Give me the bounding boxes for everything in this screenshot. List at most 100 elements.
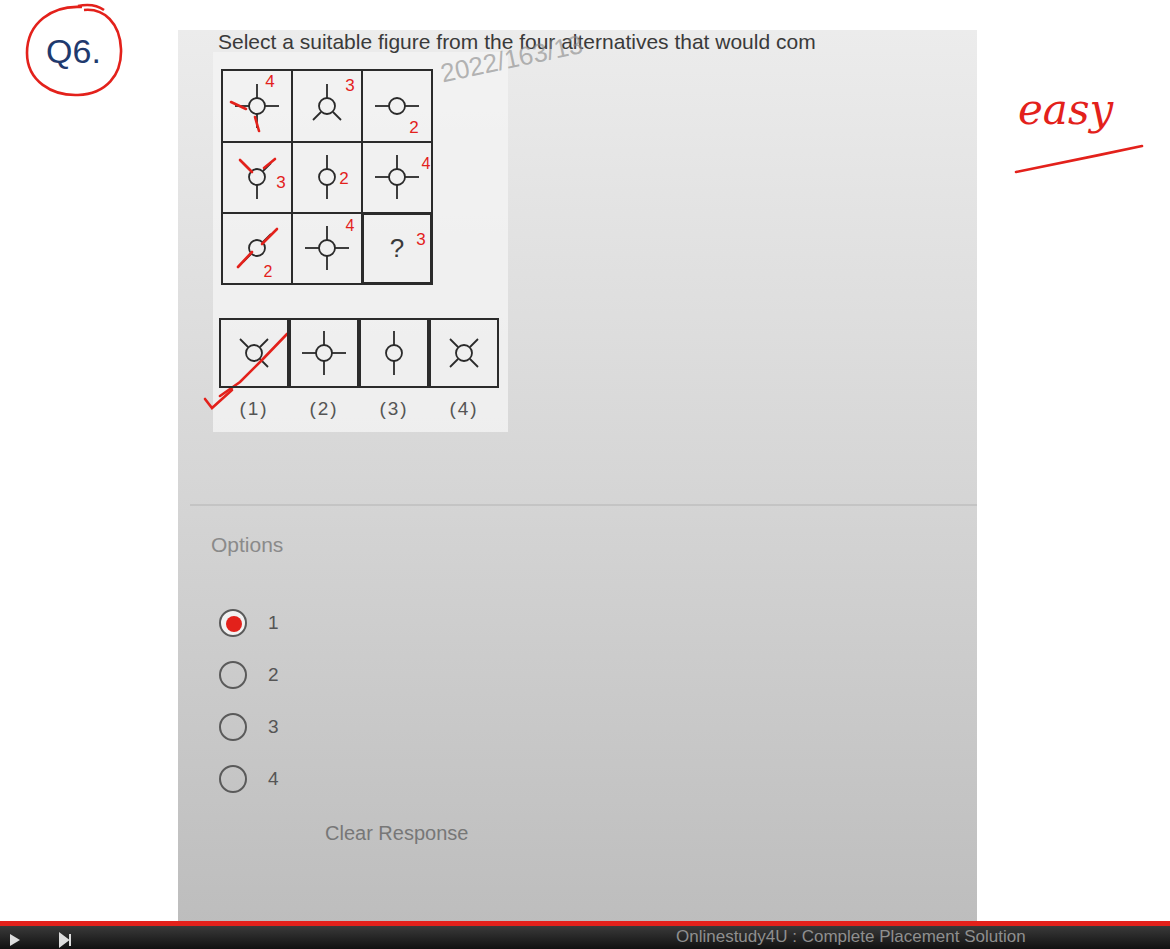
question-number-text: Q6. [46, 32, 101, 71]
figure-symbol [396, 185, 398, 199]
figure-symbol [305, 247, 319, 249]
figure-symbol [256, 84, 258, 98]
answer-figure: (1) [219, 318, 289, 388]
channel-footer: Onlinestudy4U : Complete Placement Solut… [676, 927, 1026, 947]
figure-symbol [450, 339, 458, 347]
answer-label: (3) [379, 398, 408, 419]
figure-symbol [470, 359, 478, 367]
option-number: 3 [268, 716, 279, 738]
figure-symbol [386, 345, 402, 361]
answer-figure: (4) [429, 318, 499, 388]
line-count: 2 [409, 118, 418, 138]
answer-label-holder: (2) [291, 398, 357, 420]
figure-symbol [326, 155, 328, 169]
answer-label: (2) [309, 398, 338, 419]
answer-label-holder: (3) [361, 398, 427, 420]
hand-circle [27, 5, 121, 95]
radio-button [220, 714, 246, 740]
figure-symbol [450, 359, 458, 367]
line-count: 3 [276, 173, 285, 193]
figure-symbol [326, 185, 328, 199]
video-panel [178, 30, 977, 925]
figure-symbol [335, 247, 349, 249]
figure-symbol [302, 352, 316, 354]
figure-symbol [375, 176, 389, 178]
radio-button [220, 610, 246, 792]
option-number: 1 [268, 612, 279, 634]
player-bar [60, 934, 70, 946]
figure-symbol [323, 361, 325, 375]
answer-label: (1) [239, 398, 268, 419]
answer-figure: (3) [359, 318, 429, 388]
line-count: 4 [346, 217, 355, 235]
figure-symbol [332, 352, 346, 354]
figure-symbol [389, 98, 405, 114]
figure-symbol [405, 176, 419, 178]
figure-symbol [396, 155, 398, 169]
red-annotation [205, 390, 232, 408]
puzzle-grid [291, 70, 293, 284]
line-count: 2 [264, 263, 273, 281]
figure-symbol [326, 256, 328, 270]
radio-button [226, 616, 242, 632]
video-panel [178, 30, 977, 925]
red-annotation [264, 159, 275, 168]
red-annotation [1016, 146, 1142, 172]
figure-symbol [323, 331, 325, 345]
radio-button [220, 610, 246, 636]
section-heading: Options [211, 533, 283, 557]
figure-symbol [326, 226, 328, 240]
figure-symbol [393, 331, 395, 345]
option-number: 4 [268, 768, 279, 790]
figure-symbol [240, 339, 248, 347]
line-count: 2 [339, 169, 348, 189]
line-count: 3 [416, 230, 425, 250]
figure-symbol [470, 339, 478, 347]
answer-label-holder: (1) [221, 398, 287, 420]
figure-symbol [333, 112, 341, 120]
puzzle-grid [222, 70, 432, 284]
figure-symbol [265, 105, 279, 107]
red-annotation [262, 229, 277, 244]
figure-symbol [256, 185, 258, 199]
red-annotation [240, 160, 252, 172]
answer-figure: (2) [289, 318, 359, 388]
video-panel [213, 52, 508, 432]
figure-symbol [326, 84, 328, 98]
figure-symbol [316, 345, 332, 361]
figure-symbol [249, 98, 265, 114]
figure-symbol [405, 105, 419, 107]
figure-symbol [375, 105, 389, 107]
line-count: 3 [345, 76, 354, 96]
figure-symbol [260, 339, 268, 347]
radio-button [220, 662, 246, 688]
red-annotation [205, 102, 1142, 408]
figure-symbol [319, 240, 335, 256]
figure-symbol [235, 84, 478, 375]
figure-symbol [246, 345, 262, 361]
option-number: 2 [268, 664, 279, 686]
radio-button [220, 766, 246, 792]
missing-mark: ? [390, 233, 404, 264]
line-count: 4 [422, 155, 431, 173]
figure-symbol [389, 169, 405, 185]
puzzle-grid [222, 141, 432, 143]
puzzle-grid [222, 70, 432, 284]
player-bar [0, 921, 1170, 926]
figure-symbol [393, 361, 395, 375]
player-bar [10, 934, 20, 946]
figure-symbol [319, 169, 335, 185]
red-annotation [231, 102, 246, 109]
answer-label-holder: (4) [431, 398, 497, 420]
line-count: 4 [265, 72, 274, 92]
figure-symbol [313, 112, 321, 120]
figure-symbol [319, 98, 335, 114]
difficulty-note: easy [1018, 86, 1113, 134]
question-number: Q6. [22, 3, 125, 99]
player-bar [0, 921, 1170, 949]
figure-symbol [456, 345, 472, 361]
red-annotation [255, 117, 259, 131]
clear-button: Clear Response [325, 822, 468, 845]
